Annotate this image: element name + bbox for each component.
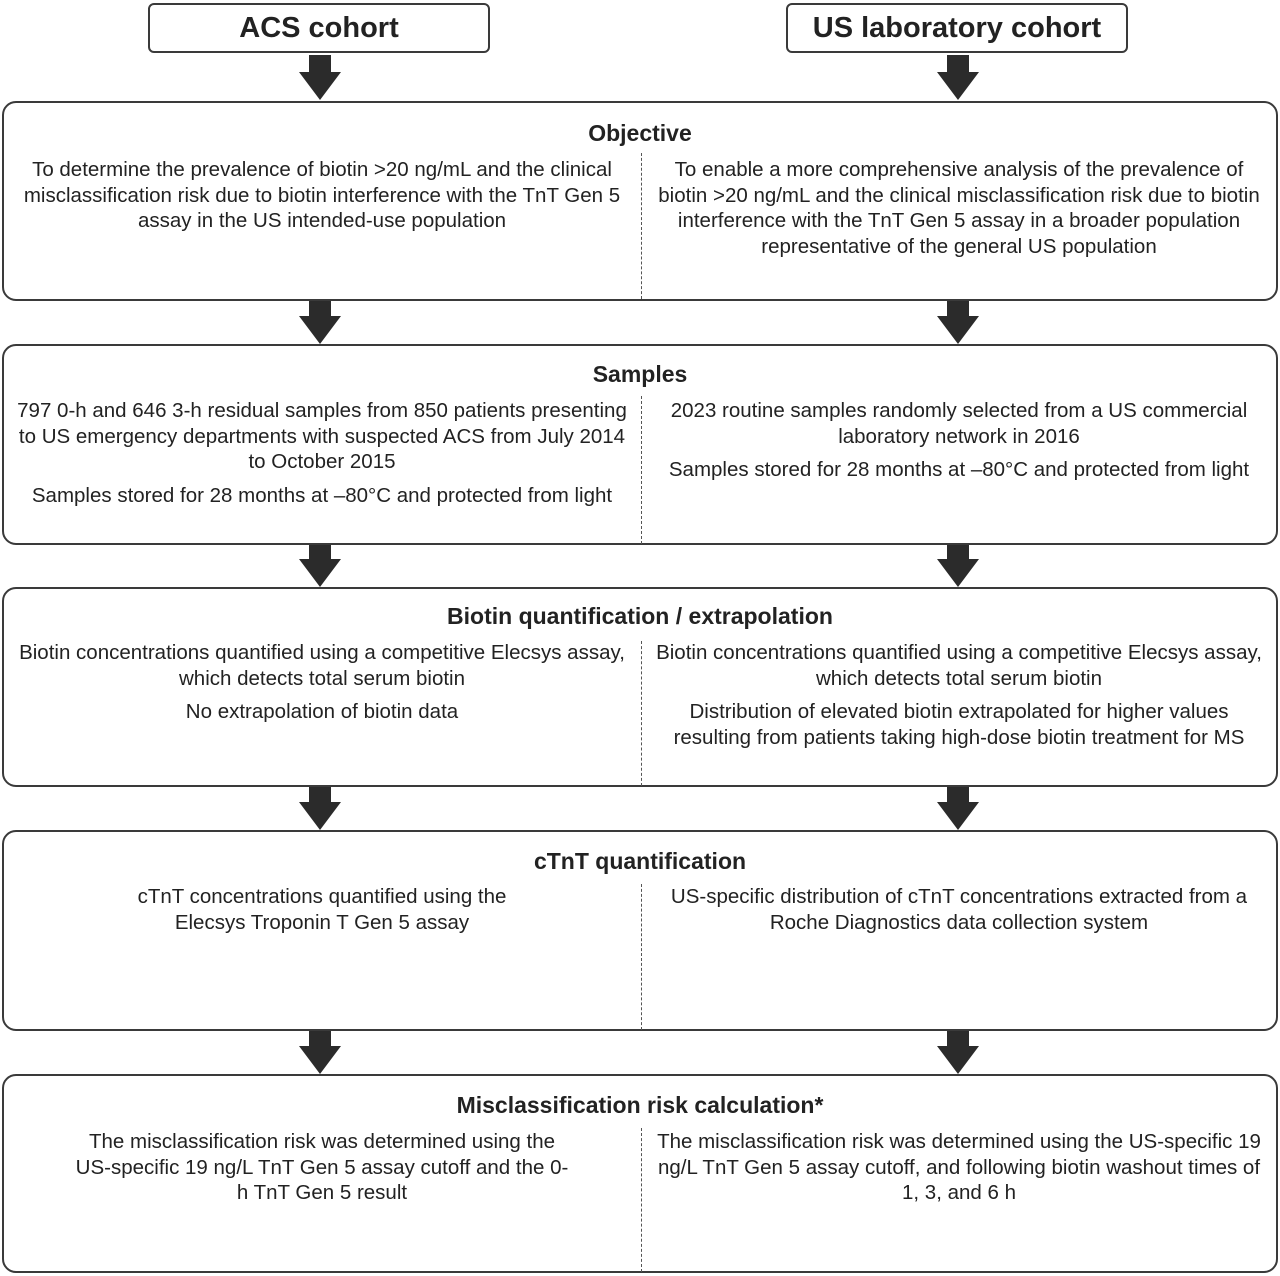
- arrow-right-5: [937, 1030, 979, 1074]
- samples-acs-paragraph-1: 797 0-h and 646 3-h residual samples fro…: [17, 399, 627, 473]
- samples-divider: [641, 396, 642, 544]
- samples-us-paragraph-2: Samples stored for 28 months at –80°C an…: [668, 458, 1250, 481]
- us-laboratory-cohort-label: US laboratory cohort: [812, 11, 1102, 44]
- ctnt-acs-text: cTnT concentrations quantified using the…: [12, 884, 632, 943]
- misclassification-acs-paragraph: The misclassification risk was determine…: [75, 1130, 569, 1204]
- objective-us-paragraph: To enable a more comprehensive analysis …: [658, 158, 1260, 258]
- arrow-left-4: [299, 786, 341, 830]
- acs-cohort-label: ACS cohort: [239, 11, 399, 44]
- misclassification-us-text: The misclassification risk was determine…: [654, 1129, 1264, 1214]
- ctnt-quantification-divider: [641, 884, 642, 1030]
- biotin-us-paragraph-1: Biotin concentrations quantified using a…: [656, 641, 1262, 690]
- objective-title: Objective: [588, 120, 692, 146]
- samples-acs-paragraph-2: Samples stored for 28 months at –80°C an…: [31, 483, 613, 507]
- biotin-quantification-title: Biotin quantification / extrapolation: [447, 603, 833, 629]
- misclassification-risk-title: Misclassification risk calculation*: [456, 1092, 824, 1118]
- samples-us-paragraph-1: 2023 routine samples randomly selected f…: [670, 399, 1248, 448]
- ctnt-us-text: US-specific distribution of cTnT concent…: [654, 884, 1264, 943]
- biotin-us-text: Biotin concentrations quantified using a…: [654, 640, 1264, 758]
- arrow-right-4: [937, 786, 979, 830]
- samples-us-text: 2023 routine samples randomly selected f…: [654, 398, 1264, 491]
- misclassification-us-paragraph: The misclassification risk was determine…: [657, 1130, 1261, 1204]
- arrow-right-2: [937, 300, 979, 344]
- biotin-quantification-box: Biotin quantification / extrapolation Bi…: [2, 587, 1278, 787]
- biotin-acs-paragraph-1: Biotin concentrations quantified using a…: [19, 641, 625, 690]
- biotin-acs-paragraph-2: No extrapolation of biotin data: [185, 700, 459, 723]
- us-laboratory-cohort-box: US laboratory cohort: [786, 3, 1128, 53]
- ctnt-quantification-title: cTnT quantification: [533, 848, 747, 874]
- arrow-left-2: [299, 300, 341, 344]
- biotin-us-paragraph-2: Distribution of elevated biotin extrapol…: [673, 700, 1245, 749]
- arrow-left-1: [299, 55, 341, 100]
- samples-box: Samples 797 0-h and 646 3-h residual sam…: [2, 344, 1278, 545]
- objective-acs-paragraph: To determine the prevalence of biotin >2…: [23, 158, 621, 232]
- misclassification-risk-divider: [641, 1128, 642, 1272]
- arrow-right-3: [937, 544, 979, 587]
- samples-title: Samples: [592, 361, 688, 387]
- objective-divider: [641, 153, 642, 299]
- arrow-left-3: [299, 544, 341, 587]
- ctnt-acs-paragraph: cTnT concentrations quantified using the…: [137, 885, 507, 934]
- acs-cohort-box: ACS cohort: [148, 3, 490, 53]
- misclassification-risk-box: Misclassification risk calculation* The …: [2, 1074, 1278, 1273]
- samples-acs-text: 797 0-h and 646 3-h residual samples fro…: [12, 398, 632, 516]
- biotin-acs-text: Biotin concentrations quantified using a…: [12, 640, 632, 733]
- ctnt-quantification-box: cTnT quantification cTnT concentrations …: [2, 830, 1278, 1031]
- misclassification-acs-text: The misclassification risk was determine…: [12, 1129, 632, 1214]
- objective-box: Objective To determine the prevalence of…: [2, 101, 1278, 301]
- objective-us-text: To enable a more comprehensive analysis …: [654, 157, 1264, 267]
- objective-acs-text: To determine the prevalence of biotin >2…: [12, 157, 632, 242]
- biotin-quantification-divider: [641, 641, 642, 786]
- arrow-right-1: [937, 55, 979, 100]
- arrow-left-5: [299, 1030, 341, 1074]
- ctnt-us-paragraph: US-specific distribution of cTnT concent…: [670, 885, 1248, 934]
